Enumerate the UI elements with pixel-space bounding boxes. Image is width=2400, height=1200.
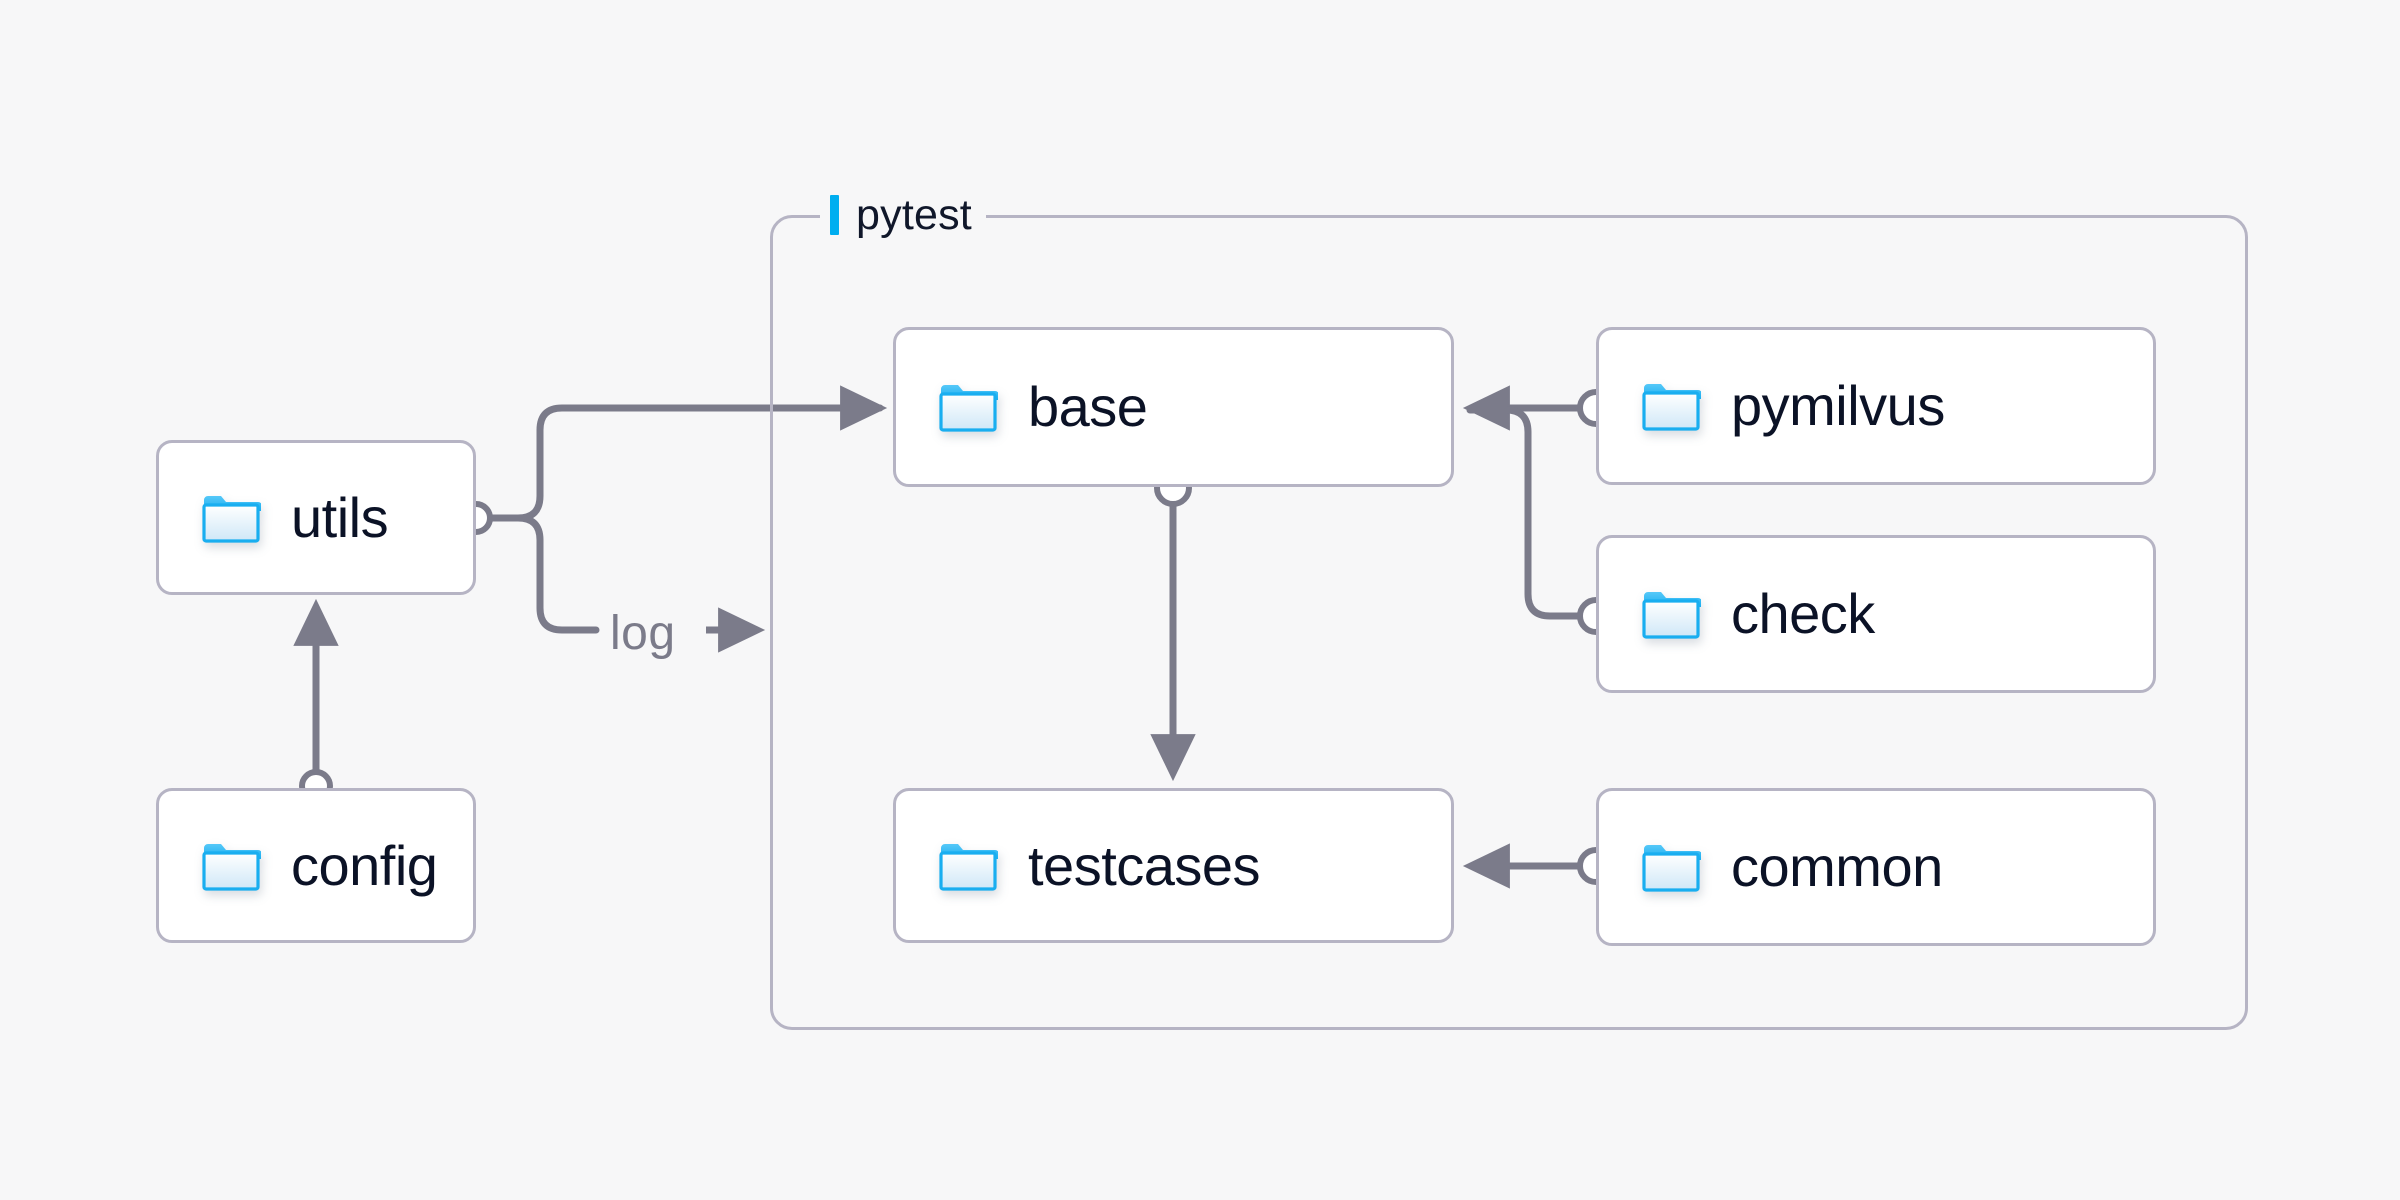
folder-icon [1641,588,1702,640]
folder-icon [1641,380,1702,432]
folder-icon [938,381,999,433]
group-label-text: pytest [856,190,972,239]
pytest-group-label: pytest [820,187,986,243]
node-testcases[interactable]: testcases [893,788,1454,943]
folder-icon [201,840,262,892]
group-accent-bar [830,195,839,235]
node-label: check [1731,582,1875,645]
edge-label-log: log [602,610,684,658]
node-common[interactable]: common [1596,788,2156,946]
node-utils[interactable]: utils [156,440,476,595]
node-pymilvus[interactable]: pymilvus [1596,327,2156,485]
node-base[interactable]: base [893,327,1454,487]
folder-icon [938,840,999,892]
folder-icon [1641,841,1702,893]
node-label: testcases [1028,833,1261,897]
node-label: config [291,833,438,897]
node-label: common [1731,835,1943,898]
folder-icon [201,492,262,544]
node-config[interactable]: config [156,788,476,943]
node-label: pymilvus [1731,374,1945,437]
node-check[interactable]: check [1596,535,2156,693]
pytest-group-container[interactable] [770,215,2248,1030]
node-label: base [1028,375,1148,438]
node-label: utils [291,485,389,549]
